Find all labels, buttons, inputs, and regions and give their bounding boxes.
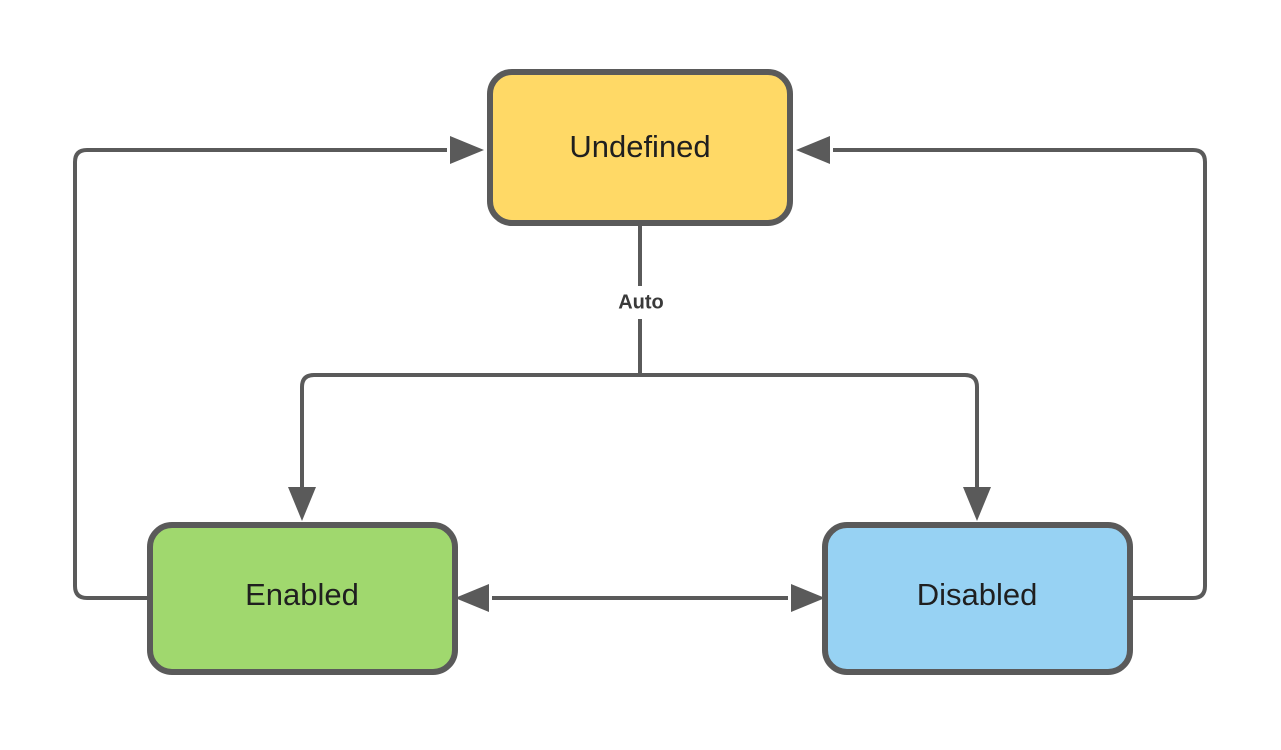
- edge-auto-label: Auto: [618, 291, 664, 313]
- state-node-disabled-shape: [822, 522, 1133, 675]
- state-node-undefined-label: Undefined: [569, 129, 710, 164]
- state-node-disabled-label: Disabled: [917, 577, 1038, 612]
- edge-auto-branch-right: [640, 373, 979, 487]
- arrowhead-into-enabled-top: [288, 487, 316, 521]
- state-node-disabled[interactable]: Disabled: [822, 522, 1133, 675]
- edge-auto-branch-left: [300, 373, 640, 487]
- edge-auto-fork[interactable]: Auto: [288, 223, 991, 521]
- state-node-undefined-shape: [487, 69, 793, 226]
- edge-disabled-to-undefined-line: [833, 148, 1207, 600]
- state-node-enabled-shape: [147, 522, 458, 675]
- edge-auto-label-background: [595, 286, 687, 319]
- state-node-enabled[interactable]: Enabled: [147, 522, 458, 675]
- arrowhead-into-enabled-right: [455, 584, 489, 612]
- edge-enabled-to-undefined[interactable]: [73, 136, 484, 600]
- edge-disabled-to-undefined[interactable]: [796, 136, 1207, 600]
- arrowhead-into-undefined-left: [450, 136, 484, 164]
- arrowhead-into-disabled-left: [791, 584, 825, 612]
- edge-enabled-to-undefined-line: [73, 148, 447, 600]
- state-node-enabled-label: Enabled: [245, 577, 359, 612]
- edge-enabled-disabled[interactable]: [455, 584, 825, 612]
- state-node-undefined[interactable]: Undefined: [487, 69, 793, 226]
- arrowhead-into-undefined-right: [796, 136, 830, 164]
- arrowhead-into-disabled-top: [963, 487, 991, 521]
